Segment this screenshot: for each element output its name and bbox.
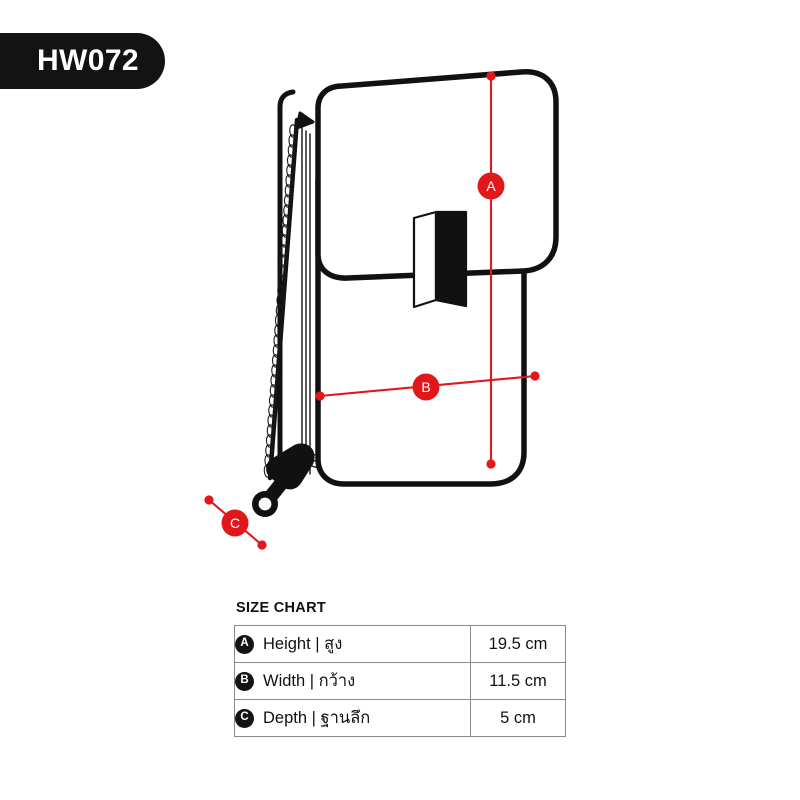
size-row-label-cell: C Depth | ฐานลึก xyxy=(234,699,471,737)
size-row-value: 5 cm xyxy=(470,699,566,737)
depth-dimension-line: C xyxy=(204,495,267,550)
marker-b-label: B xyxy=(421,379,430,395)
zipper-pull-tab xyxy=(252,443,319,517)
magnetic-clasp xyxy=(412,210,468,309)
bag-flap xyxy=(315,69,559,281)
marker-a-label: A xyxy=(486,178,496,194)
marker-c-label: C xyxy=(230,515,240,531)
height-dimension-line: A xyxy=(477,71,505,469)
size-row-label: Height | สูง xyxy=(263,635,343,653)
size-row-label-cell: B Width | กว้าง xyxy=(234,662,471,700)
key-badge-a: A xyxy=(235,634,254,654)
table-row: A Height | สูง 19.5 cm xyxy=(234,625,566,663)
side-zipper xyxy=(263,111,315,481)
size-row-label: Width | กว้าง xyxy=(263,672,356,690)
product-code-badge: HW072 xyxy=(0,33,165,89)
bag-technical-illustration: A B C xyxy=(204,69,559,550)
key-badge-b: B xyxy=(235,671,254,691)
size-chart-table: A Height | สูง 19.5 cm B Width | กว้าง 1… xyxy=(234,625,566,737)
product-code-text: HW072 xyxy=(36,44,139,77)
zipper-teeth xyxy=(263,124,297,478)
size-row-label: Depth | ฐานลึก xyxy=(263,709,371,727)
key-badge-c: C xyxy=(235,708,254,728)
size-row-label-cell: A Height | สูง xyxy=(234,625,471,663)
width-dimension-line: B xyxy=(315,371,540,401)
table-row: C Depth | ฐานลึก 5 cm xyxy=(234,699,566,737)
size-row-value: 11.5 cm xyxy=(470,662,566,700)
table-row: B Width | กว้าง 11.5 cm xyxy=(234,662,566,700)
size-chart-heading: SIZE CHART xyxy=(236,600,326,616)
size-row-value: 19.5 cm xyxy=(470,625,566,663)
size-chart-section: SIZE CHART A Height | สูง 19.5 cm B Widt… xyxy=(234,600,566,737)
